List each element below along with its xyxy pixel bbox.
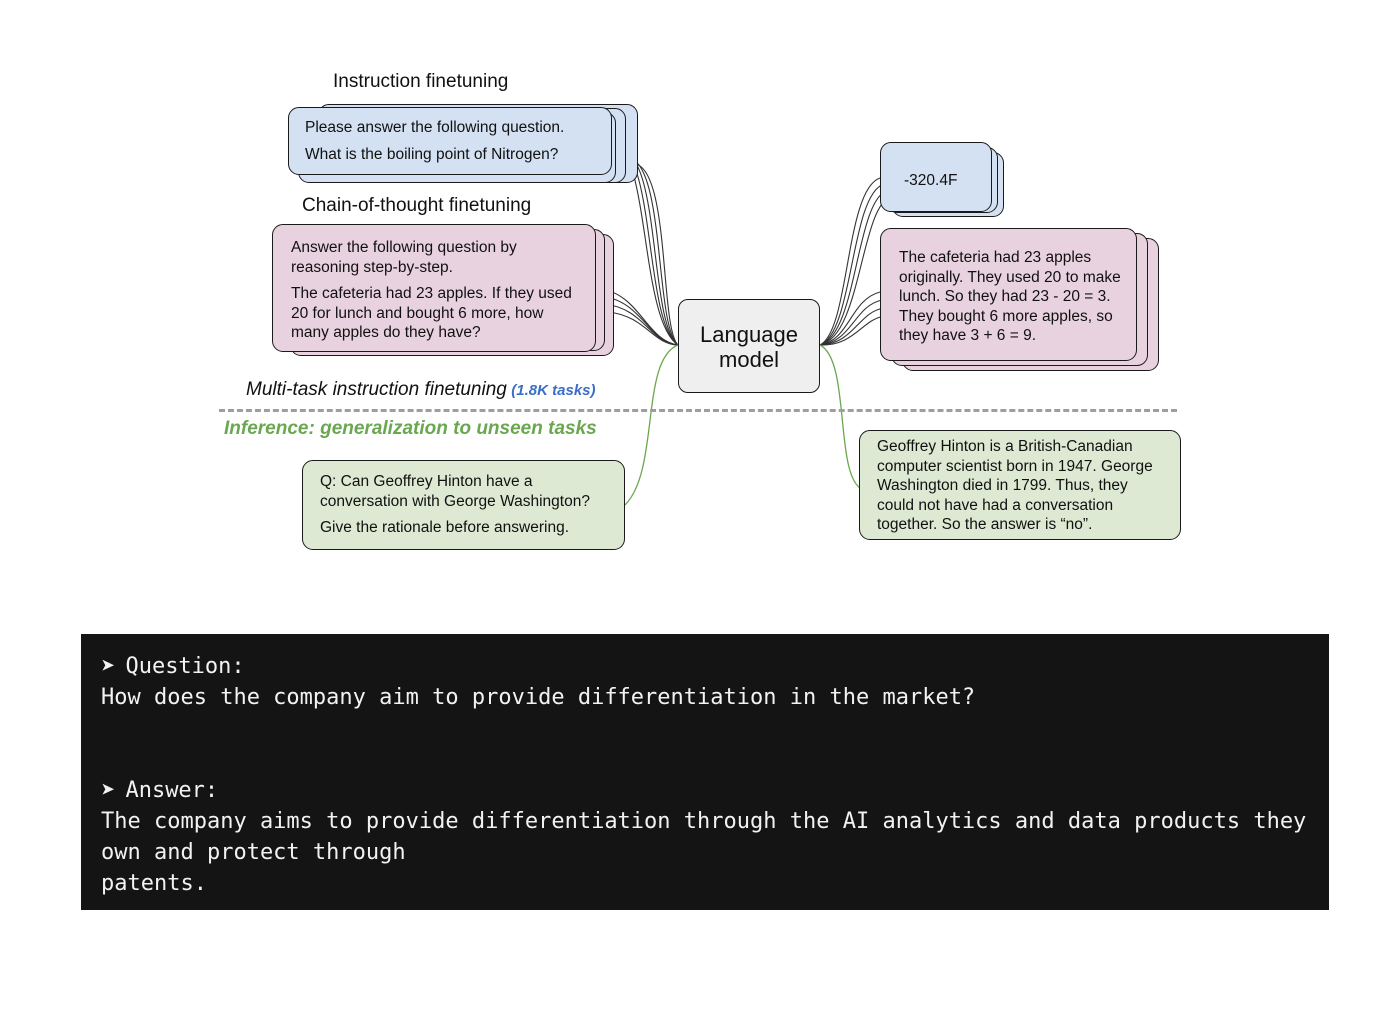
cot-input-card: Answer the following question by reasoni… [272, 224, 596, 352]
connector-line [819, 299, 883, 346]
instruction-input-line2: What is the boiling point of Nitrogen? [305, 145, 559, 163]
instruction-input-line1: Please answer the following question. [305, 119, 565, 136]
arrow-icon: ➤ [101, 776, 116, 804]
inference-title: Inference: generalization to unseen task… [224, 418, 597, 439]
connector-line [819, 307, 885, 346]
inference-input-instruction: Give the rationale before answering. [320, 519, 570, 536]
inference-output-text: Geoffrey Hinton is a British-Canadian co… [877, 438, 1153, 533]
cot-output-card: The cafeteria had 23 apples originally. … [880, 228, 1137, 361]
answer-text: The company aims to provide differentiat… [101, 809, 1307, 896]
arrow-icon: ➤ [101, 652, 116, 680]
qa-panel: ➤ Question: How does the company aim to … [81, 634, 1329, 910]
multitask-label-group: Multi-task instruction finetuning (1.8K … [246, 379, 596, 401]
connector-line [819, 189, 889, 346]
instruction-output-text: -320.4F [904, 172, 958, 189]
instruction-finetuning-title: Instruction finetuning [333, 71, 509, 92]
connector-line [819, 291, 881, 346]
answer-label: Answer: [125, 778, 219, 803]
inference-input-card: Q: Can Geoffrey Hinton have a conversati… [302, 460, 625, 550]
multitask-title: Multi-task instruction finetuning [246, 379, 507, 400]
cot-output-text: The cafeteria had 23 apples originally. … [899, 249, 1121, 344]
model-label-line2: model [719, 347, 779, 372]
connector-line [607, 311, 679, 346]
connector-line [629, 157, 679, 346]
inference-input-question: Q: Can Geoffrey Hinton have a conversati… [320, 473, 590, 510]
answer-header: ➤ Answer: [101, 775, 1329, 806]
connector-line [819, 315, 887, 346]
cot-finetuning-title: Chain-of-thought finetuning [302, 195, 532, 216]
connector-line [819, 177, 881, 346]
inference-line [819, 344, 861, 489]
question-label: Question: [125, 654, 245, 679]
flan-diagram: Instruction finetuning Chain-of-thought … [219, 71, 1181, 550]
instruction-input-card: Please answer the following question. Wh… [288, 107, 612, 175]
question-text: How does the company aim to provide diff… [101, 685, 976, 710]
cot-input-instruction: Answer the following question by reasoni… [291, 239, 517, 276]
instruction-output-card: -320.4F [880, 142, 992, 212]
connector-line [819, 183, 885, 346]
cot-input-question: The cafeteria had 23 apples. If they use… [291, 285, 572, 341]
inference-output-card: Geoffrey Hinton is a British-Canadian co… [859, 430, 1181, 540]
language-model-node: Language model [678, 299, 820, 393]
task-count-badge: (1.8K tasks) [511, 382, 596, 399]
train-inference-divider [219, 409, 1177, 412]
question-header: ➤ Question: [101, 651, 1329, 682]
inference-line [624, 344, 679, 506]
connector-line [635, 163, 679, 346]
model-label-line1: Language [700, 322, 798, 347]
